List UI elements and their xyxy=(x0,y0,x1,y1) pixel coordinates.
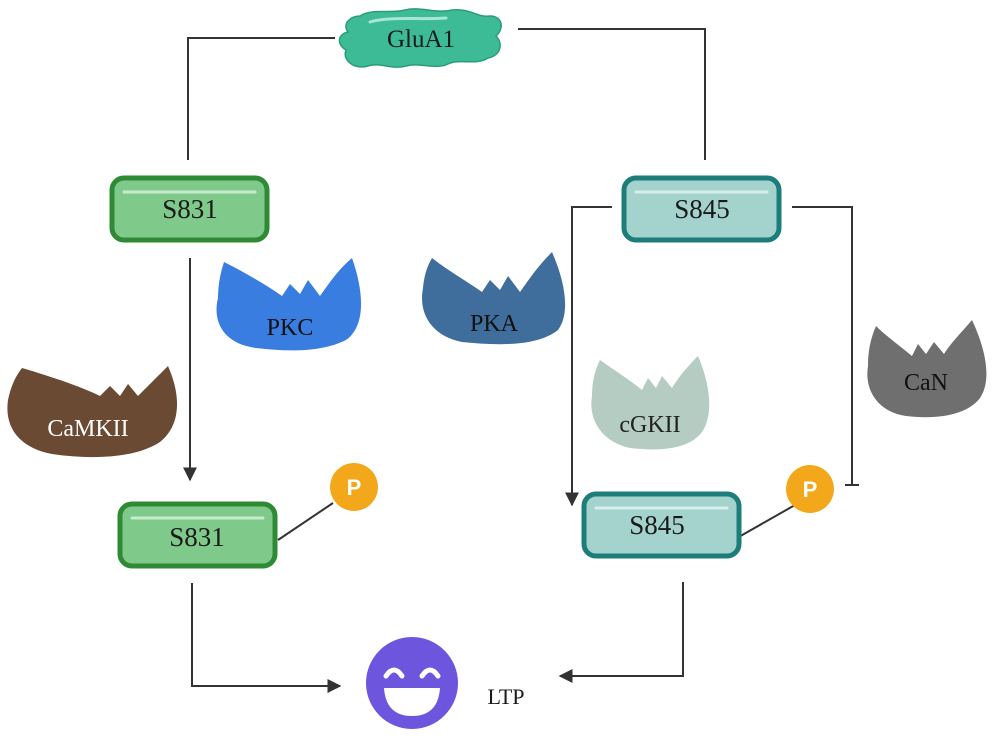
phosphate-s845-label: P xyxy=(803,477,818,502)
glua1-to-s845-line xyxy=(518,28,706,160)
ltp-node: LTP xyxy=(366,637,525,729)
cgkii-shape xyxy=(591,356,710,450)
phosphate-s831-circle xyxy=(330,463,378,511)
glua1-label: GluA1 xyxy=(387,26,455,53)
phosphate-s845: P xyxy=(786,465,834,513)
camkii-label: CaMKII xyxy=(47,416,128,442)
s845-bottom-label: S845 xyxy=(629,510,685,540)
phosphate-s845-circle xyxy=(786,465,834,513)
glua1-blob-shape xyxy=(338,8,502,68)
pkc-label: PKC xyxy=(267,315,314,341)
phospho-link-s831 xyxy=(277,502,334,541)
s831-top-label: S831 xyxy=(162,194,218,224)
pka-shape xyxy=(422,252,566,345)
phospho-link-s845 xyxy=(736,504,796,539)
can-label: CaN xyxy=(904,370,948,396)
camkii-shape xyxy=(7,366,178,458)
phosphate-s831: P xyxy=(330,463,378,511)
camkii-enzyme: CaMKII xyxy=(7,366,178,458)
s831-top-node: S831 xyxy=(109,175,270,243)
happy-face-icon xyxy=(366,637,458,729)
s831-bottom-node: S831 xyxy=(117,501,278,569)
s845-top-label: S845 xyxy=(674,194,730,224)
cgkii-enzyme: cGKII xyxy=(591,356,710,450)
pkc-shape xyxy=(216,258,362,351)
phosphate-s831-label: P xyxy=(347,475,362,500)
s831-bottom-label: S831 xyxy=(169,522,225,552)
s845-to-s845p-arrow xyxy=(565,206,612,507)
pka-enzyme: PKA xyxy=(422,252,566,345)
s845-bottom-node: S845 xyxy=(581,491,742,559)
connector-lines xyxy=(183,28,859,693)
cgkii-label: cGKII xyxy=(619,412,680,438)
s831p-to-ltp-arrow xyxy=(191,583,342,693)
glua1-highlight xyxy=(368,16,448,24)
pka-label: PKA xyxy=(470,311,519,337)
s845p-to-ltp-arrow xyxy=(558,582,684,683)
pkc-enzyme: PKC xyxy=(216,258,362,351)
ltp-label: LTP xyxy=(487,684,524,709)
can-shape xyxy=(867,320,987,418)
can-inhibition-line xyxy=(792,206,853,485)
s845-top-node: S845 xyxy=(621,175,782,243)
can-enzyme: CaN xyxy=(867,320,987,418)
glua1-to-s831-line xyxy=(187,37,335,160)
glua1-node: GluA1 xyxy=(338,8,502,68)
